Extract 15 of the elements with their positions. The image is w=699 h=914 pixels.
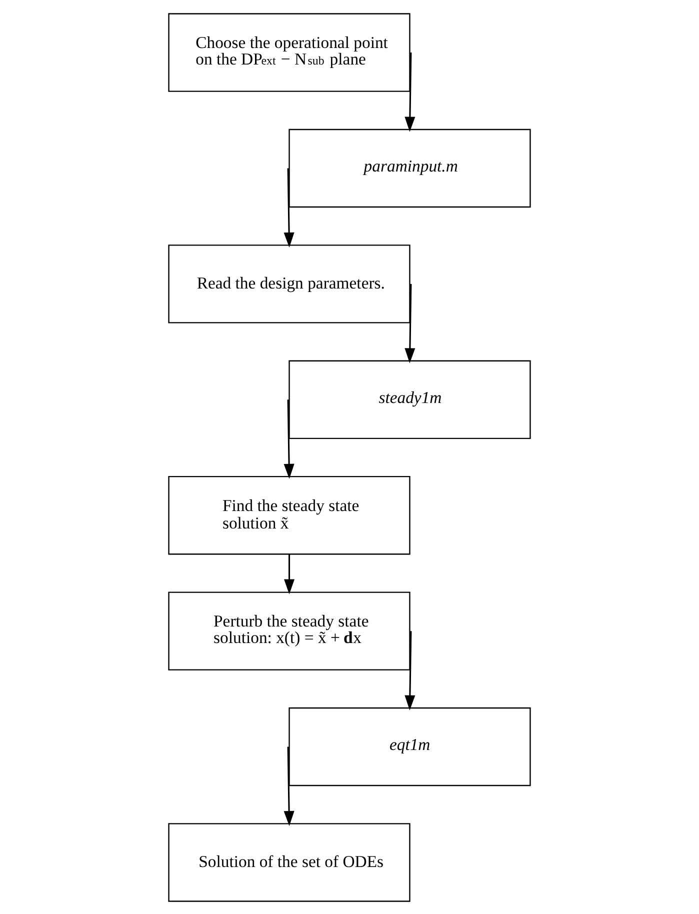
node-box: Choose the operational point on the DPext − Nsub plane [168, 12, 410, 92]
node-box: Find the steady state solution x̃ [168, 475, 410, 554]
arrow [404, 630, 416, 710]
node-box: eqt1m [288, 706, 531, 786]
arrow [404, 283, 416, 363]
node-box: Read the design parameters. [168, 244, 410, 323]
arrow [284, 399, 294, 478]
node-box: Perturb the steady state solution: x(t) = x̃ + dx [168, 591, 410, 670]
node-box: paraminput.m [288, 128, 531, 208]
arrow [284, 168, 294, 248]
arrow [284, 746, 294, 826]
arrow [284, 554, 295, 594]
node-box: Solution of the set of ODEs [168, 822, 410, 902]
node-box: steady1m [288, 360, 531, 439]
arrow [404, 52, 416, 132]
